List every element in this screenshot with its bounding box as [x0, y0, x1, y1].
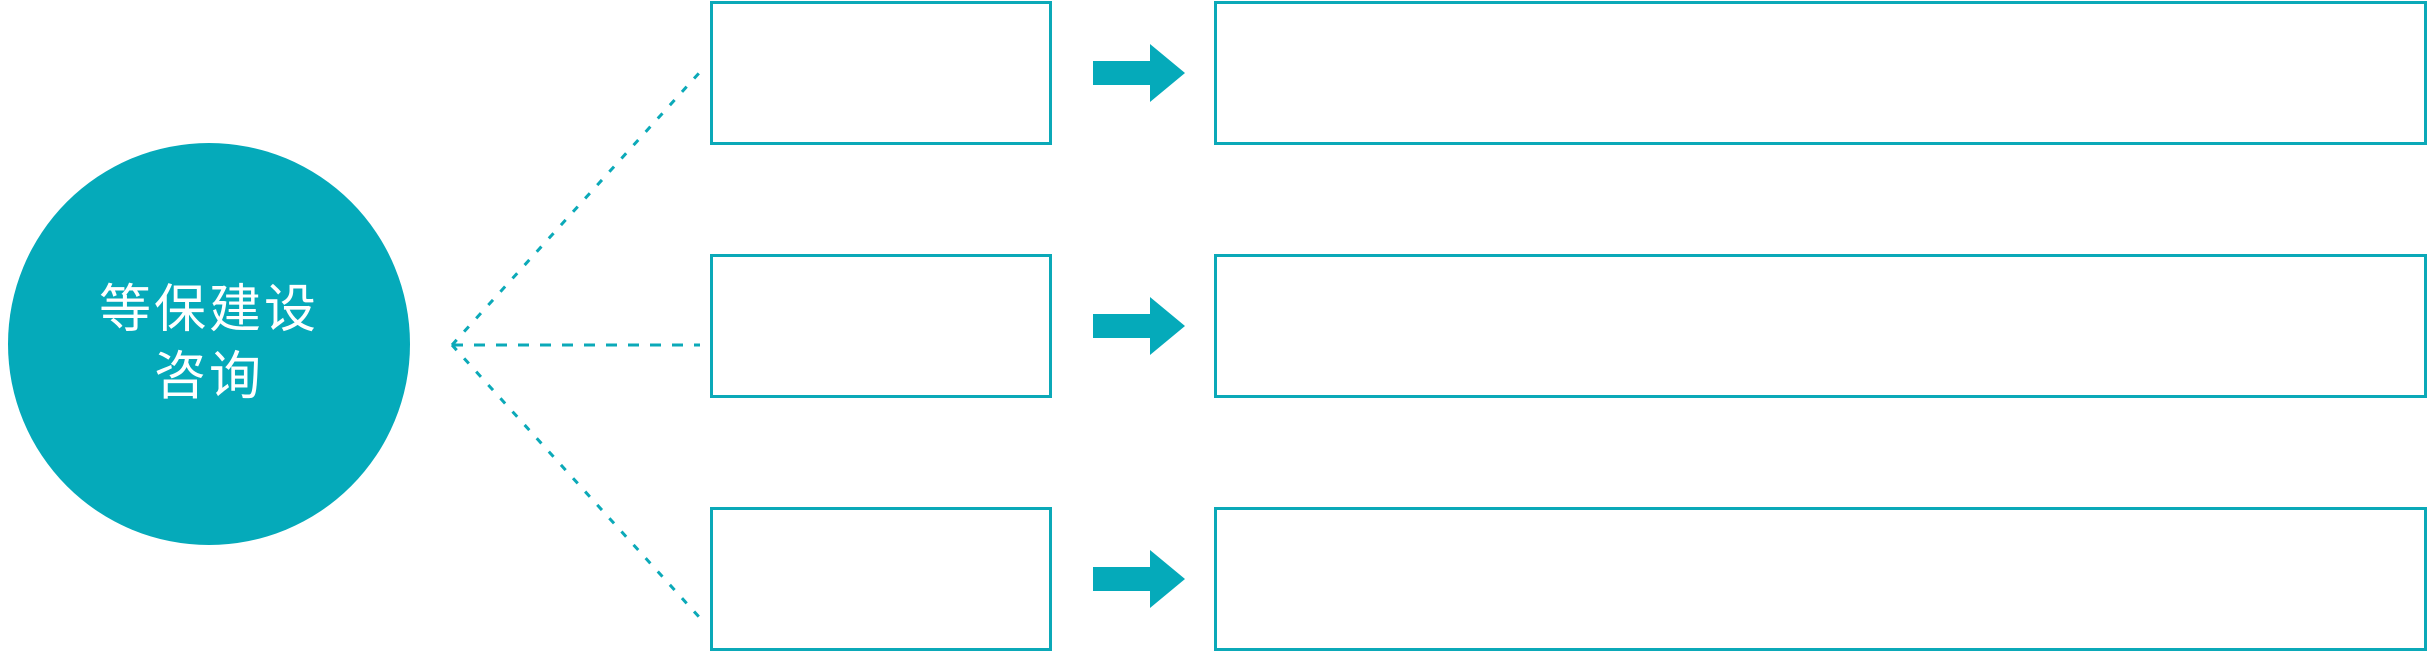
right-block-arrow-icon	[1093, 297, 1185, 355]
branch-row	[0, 506, 2434, 652]
detail-box-2[interactable]	[1214, 254, 2427, 398]
detail-box-1[interactable]	[1214, 1, 2427, 145]
category-box-2[interactable]	[710, 254, 1052, 398]
hub-label-line-2: 咨询	[153, 348, 264, 406]
detail-box-3[interactable]	[1214, 507, 2427, 651]
hub-label-line-1: 等保建设	[98, 281, 319, 340]
branch-row	[0, 0, 2434, 146]
category-box-1[interactable]	[710, 1, 1052, 145]
branch-row	[0, 253, 2434, 399]
right-block-arrow-icon	[1093, 550, 1185, 608]
hub-circle[interactable]: 等保建设 咨询	[8, 143, 410, 545]
right-block-arrow-icon	[1093, 44, 1185, 102]
category-box-3[interactable]	[710, 507, 1052, 651]
